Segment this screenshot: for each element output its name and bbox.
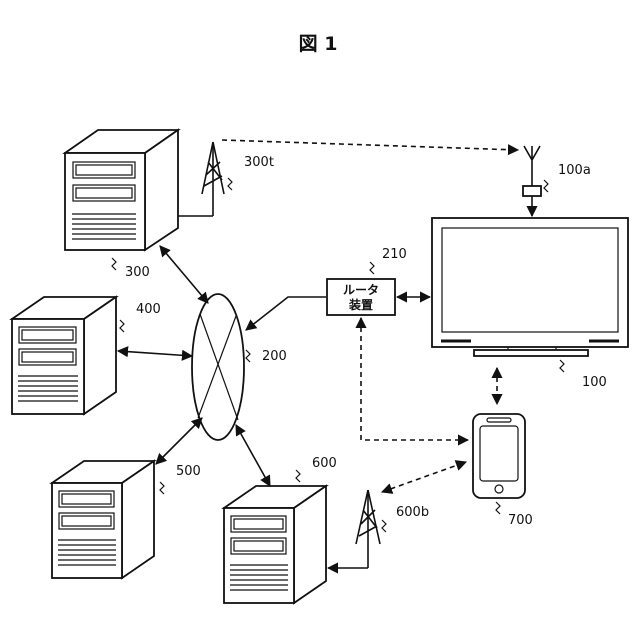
label-500: 500 [176,464,201,479]
label-600: 600 [312,456,337,471]
label-200: 200 [262,349,287,364]
router-210: ルータ 装置 [327,279,395,315]
antenna-600b [356,490,380,568]
label-210: 210 [382,247,407,262]
antenna-300t [202,142,224,216]
server-400 [12,297,116,414]
label-600b: 600b [396,505,429,520]
label-700: 700 [508,513,533,528]
router-label-line2: 装置 [348,297,373,312]
label-100a: 100a [558,163,591,178]
server-300 [65,130,178,250]
label-300t: 300t [244,155,274,170]
figure-title: 図 1 [299,33,338,55]
router-label-line1: ルータ [343,283,379,297]
tv-100 [432,218,628,356]
label-100: 100 [582,375,607,390]
server-500 [52,461,154,578]
smartphone-700 [473,414,525,498]
label-300: 300 [125,265,150,280]
tv-antenna-100a [523,146,541,216]
network-200 [192,294,244,440]
server-600 [224,486,326,603]
label-400: 400 [136,302,161,317]
